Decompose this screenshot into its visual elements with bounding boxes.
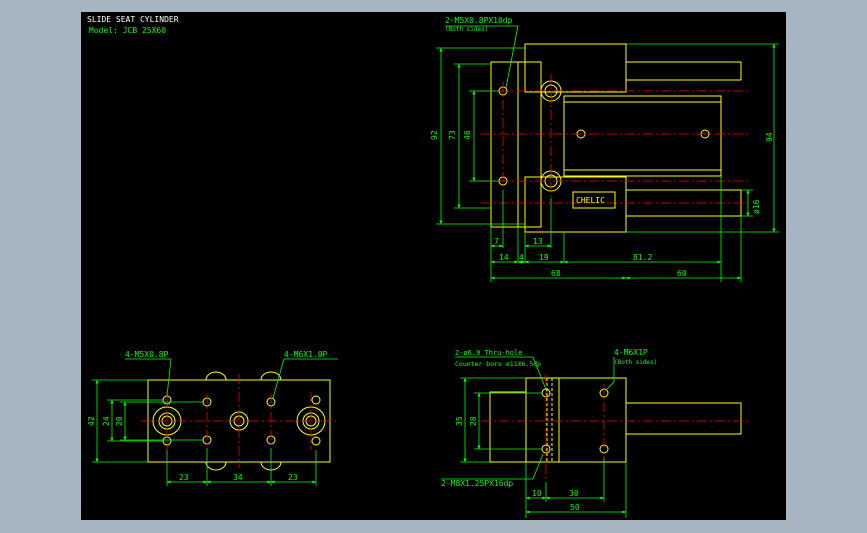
- note-holes-top-sub: (Both sides): [445, 26, 488, 33]
- top-upper-rod: [625, 61, 742, 81]
- note-m5-bl: 4-M5X0.8P: [125, 350, 169, 359]
- dim-7: 7: [494, 237, 499, 246]
- bottom-left-view: 4-M5X0.8P 4-M6X1.0P 42 24 20 23 34 23: [87, 350, 338, 486]
- dim-23a: 23: [179, 473, 189, 482]
- note-m6-br-sub: (Both sides): [614, 359, 657, 366]
- note-m6-br: 4-M6X1P: [614, 348, 648, 357]
- dim-30: 30: [569, 489, 579, 498]
- top-cylinder-body: [563, 95, 722, 177]
- dim-94: 94: [765, 132, 774, 142]
- cad-svg: CHELIC: [87, 16, 779, 518]
- dim-14: 14: [499, 253, 509, 262]
- dim-73: 73: [448, 130, 457, 140]
- dim-50: 50: [570, 503, 580, 512]
- cad-drawing-canvas: SLIDE SEAT CYLINDER Model: JCB 25X60: [81, 12, 786, 520]
- dim-13: 13: [533, 237, 543, 246]
- bottom-right-view: 2-ø6.9 Thru-hole Counter bore ø11X6.5dp …: [441, 348, 751, 518]
- dim-68: 68: [551, 269, 561, 278]
- dim-35: 35: [455, 416, 464, 426]
- dim-60: 60: [677, 269, 687, 278]
- dim-23b: 23: [288, 473, 298, 482]
- top-view: CHELIC: [430, 16, 779, 282]
- dim-81-2: 81.2: [633, 253, 652, 262]
- dim-28: 28: [469, 416, 478, 426]
- note-m6-bl: 4-M6X1.0P: [284, 350, 328, 359]
- dim-34: 34: [233, 473, 243, 482]
- dim-20: 20: [115, 416, 124, 426]
- top-end-plate: [490, 61, 542, 228]
- drawing-title: SLIDE SEAT CYLINDER: [87, 15, 179, 24]
- dim-4: 4: [519, 253, 524, 262]
- brand-label: CHELIC: [576, 196, 605, 205]
- dim-19: 19: [539, 253, 549, 262]
- note-cbore: Counter bore ø11X6.5dp: [455, 360, 541, 368]
- note-thru: 2-ø6.9 Thru-hole: [455, 349, 522, 357]
- drawing-model: Model: JCB 25X60: [89, 26, 167, 35]
- dim-10: 10: [532, 489, 542, 498]
- dim-16: ø16: [752, 199, 761, 214]
- br-left-block: [489, 391, 527, 463]
- dim-42: 42: [87, 416, 96, 426]
- note-m8: 2-M8X1.25PX16dp: [441, 479, 513, 488]
- dim-92: 92: [430, 130, 439, 140]
- dim-46: 46: [463, 130, 472, 140]
- dim-24: 24: [102, 416, 111, 426]
- br-rod: [625, 402, 742, 435]
- top-upper-block: [524, 43, 627, 93]
- note-holes-top: 2-M5X0.8PX10dp: [445, 16, 513, 25]
